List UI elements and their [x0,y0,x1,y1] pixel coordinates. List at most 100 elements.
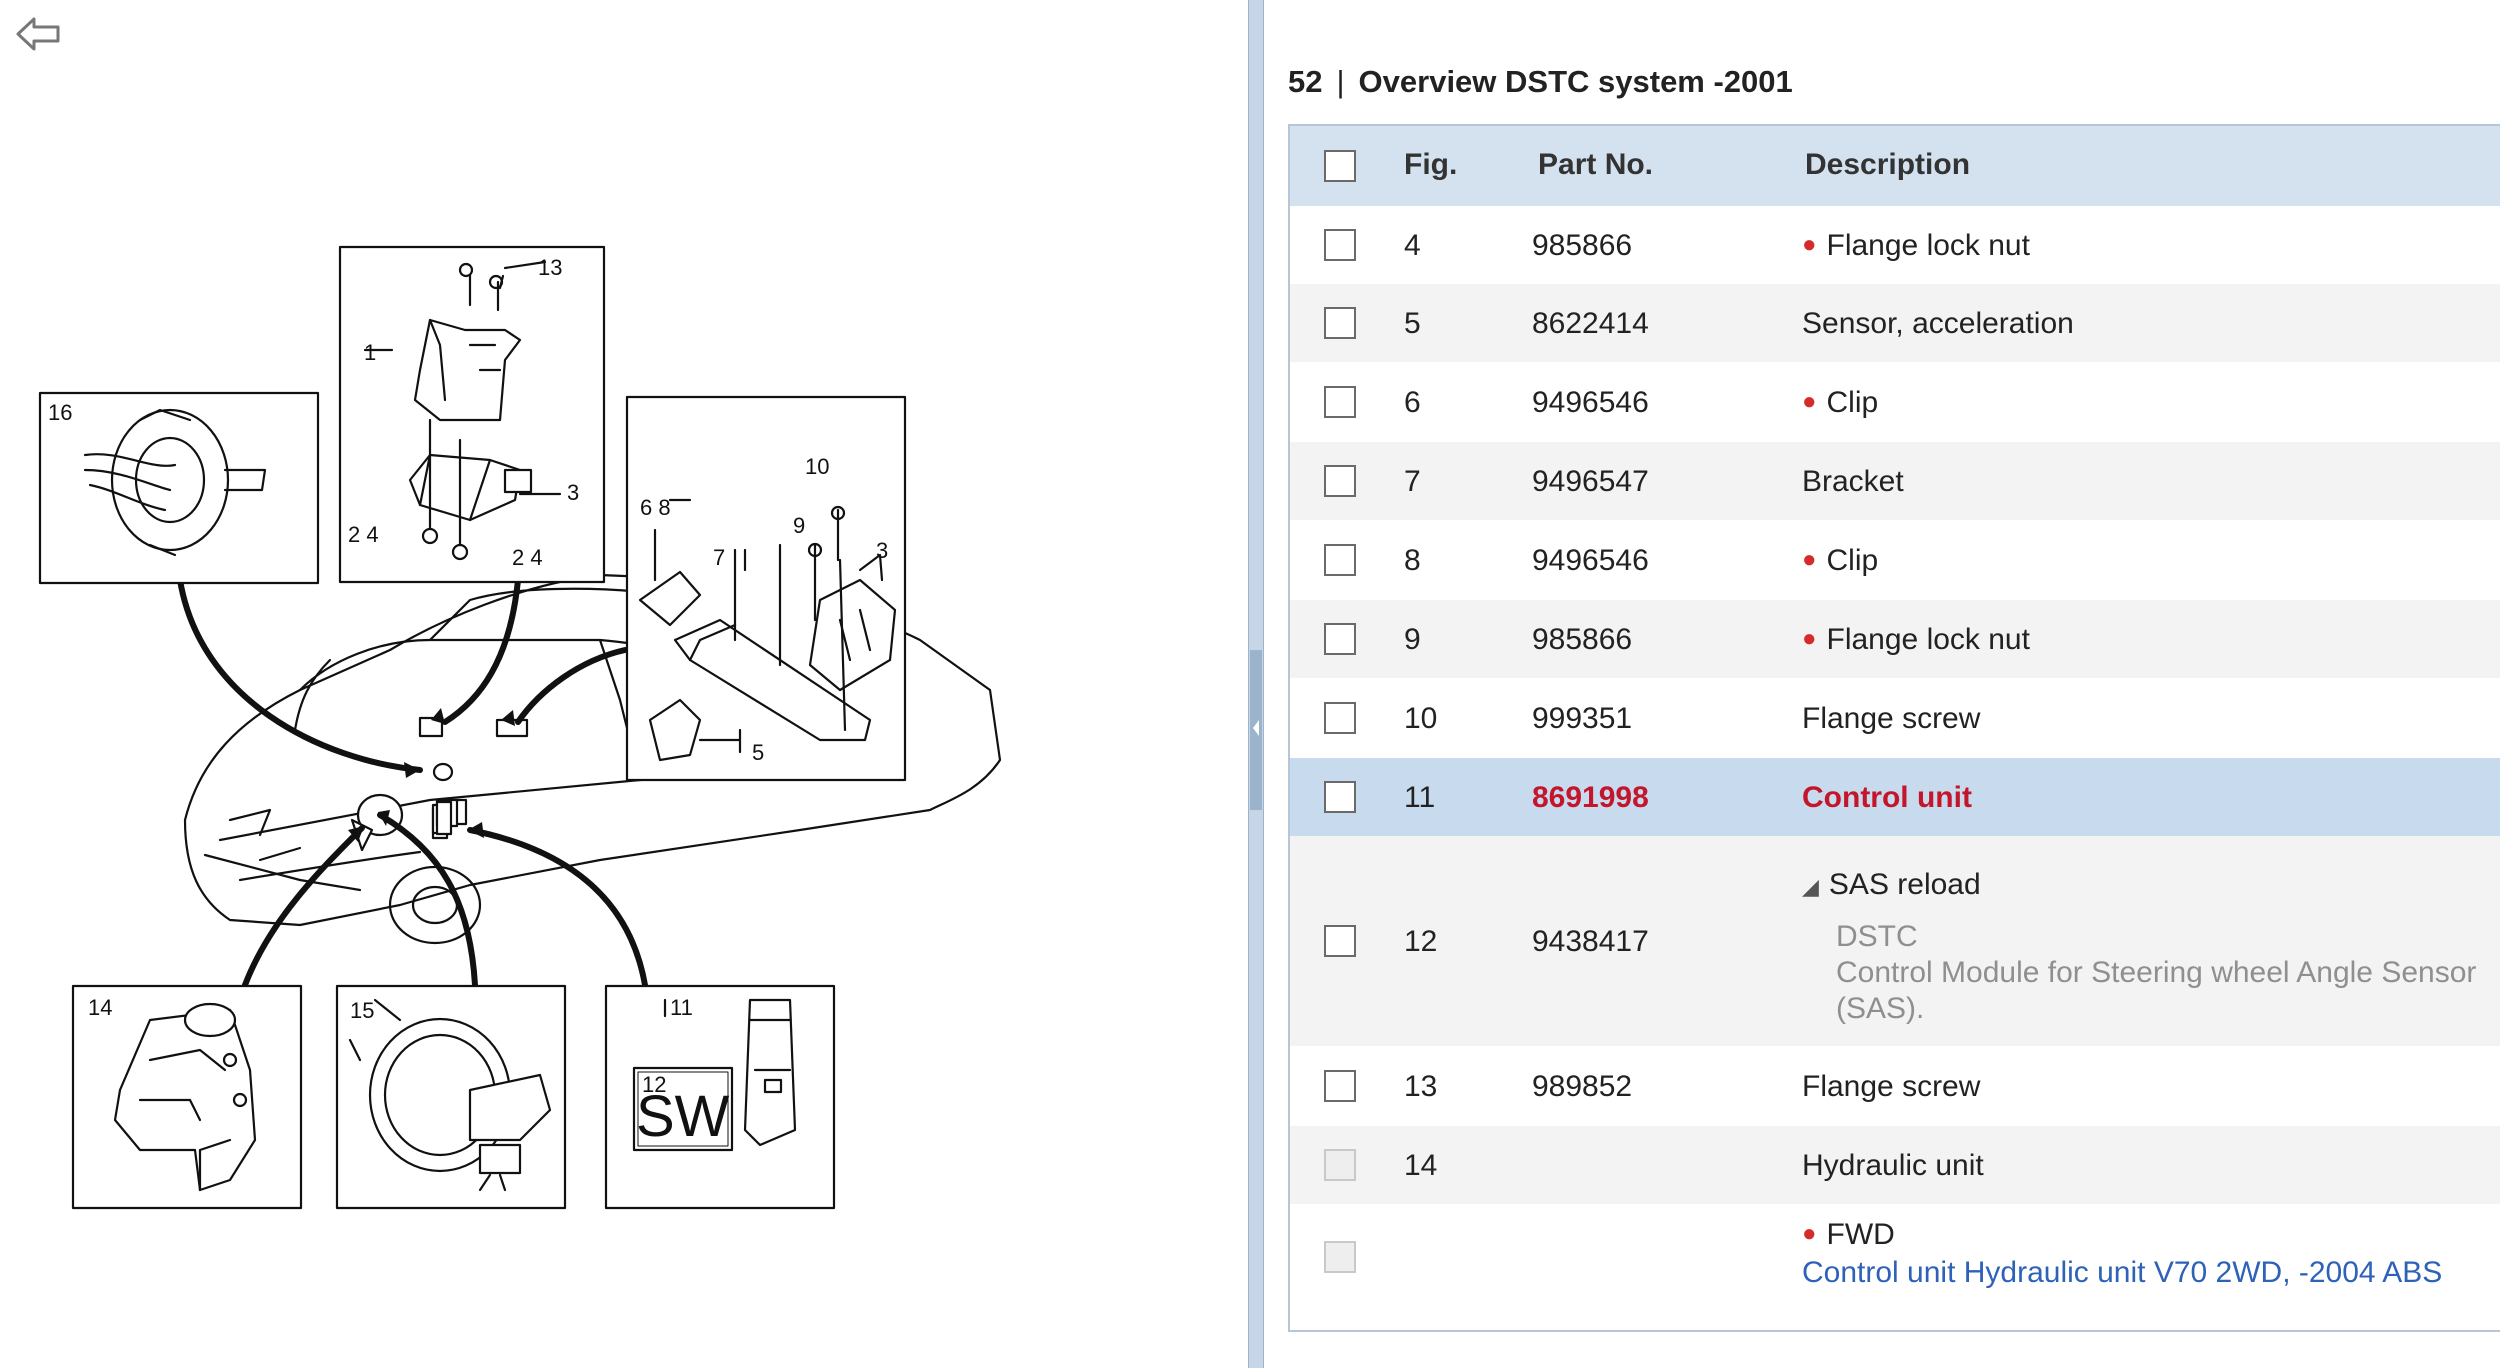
sw-label: SW [636,1084,730,1149]
callout-12: 12 [642,1072,666,1097]
callout-13: 13 [538,255,562,280]
row-part-no[interactable]: 985866 [1532,229,1633,262]
table-header: Fig. Part No. Description [1290,126,2500,206]
column-header-description[interactable]: Description [1805,148,1971,181]
row-description: FWD [1826,1218,1895,1251]
callout-11: 11 [670,995,693,1020]
row-checkbox[interactable] [1324,229,1356,261]
row-note-line1: DSTC [1836,920,1918,953]
table-row[interactable]: 4 985866 ● Flange lock nut [1290,206,2500,284]
row-checkbox[interactable] [1324,465,1356,497]
column-header-fig[interactable]: Fig. [1404,148,1458,181]
row-description: Clip [1826,544,1879,577]
table-row[interactable]: 8 9496546 ● Clip [1290,520,2500,600]
row-part-no[interactable]: 9496546 [1532,544,1649,577]
row-part-no[interactable]: 9496547 [1532,465,1649,498]
row-checkbox[interactable] [1324,544,1356,576]
row-fig: 6 [1404,386,1421,419]
bullet-icon: ● [1802,1220,1817,1247]
row-checkbox[interactable] [1324,307,1356,339]
row-fig: 12 [1404,925,1438,958]
section-title-text: Overview DSTC system -2001 [1358,64,1793,99]
table-row[interactable]: 14 Hydraulic unit [1290,1126,2500,1204]
detail-box-sensor-assembly[interactable] [625,395,907,782]
exploded-parts-diagram[interactable]: 13 1 3 2 4 2 4 16 10 6 8 7 9 3 5 14 15 1… [0,0,1248,1368]
row-fig: 7 [1404,465,1421,498]
row-description: Control unit [1802,781,1972,814]
row-checkbox[interactable] [1324,781,1356,813]
row-checkbox[interactable] [1324,925,1356,957]
page-title: 52|Overview DSTC system -2001 [1288,64,1793,100]
row-part-no[interactable]: 9438417 [1532,925,1649,958]
column-header-part-no[interactable]: Part No. [1538,148,1654,181]
detail-box-steering-sensor[interactable] [38,391,320,585]
callout-5: 5 [752,740,764,765]
bullet-icon: ● [1802,388,1817,415]
table-row[interactable]: ● FWD Control unit Hydraulic unit V70 2WD… [1290,1204,2500,1310]
row-description: Sensor, acceleration [1802,307,2074,340]
table-row[interactable]: 9 985866 ●Flange lock nut [1290,600,2500,678]
row-part-no[interactable]: 985866 [1532,623,1633,656]
table-row[interactable]: 6 9496546 ● Clip [1290,362,2500,442]
row-fig: 13 [1404,1070,1438,1103]
callout-24a: 2 4 [348,522,379,547]
table-row-selected[interactable]: 11 8691998 Control unit [1290,758,2500,836]
row-checkbox-disabled [1324,1149,1356,1181]
callout-24b: 2 4 [512,545,543,570]
row-fig: 4 [1404,229,1421,262]
row-checkbox[interactable] [1324,702,1356,734]
row-note-line2: Control Module for Steering wheel Angle … [1836,956,2477,989]
bullet-icon: ● [1802,546,1817,573]
detail-box-bracket[interactable] [338,245,606,584]
callout-lines [177,577,648,988]
callout-9: 9 [793,513,805,538]
collapse-left-icon[interactable] [1251,718,1261,738]
callout-3b: 3 [876,538,888,563]
row-checkbox-disabled [1324,1241,1356,1273]
detail-box-control-unit[interactable] [604,984,836,1210]
row-part-no[interactable]: 8622414 [1532,307,1649,340]
row-part-no[interactable]: 9496546 [1532,386,1649,419]
select-all-checkbox[interactable] [1324,150,1356,182]
title-separator: | [1336,64,1345,99]
row-description: Flange lock nut [1826,229,2030,262]
table-row[interactable]: 12 9438417 ◢ SAS reload DSTC Control Modu… [1290,836,2500,1046]
row-description: SAS reload [1828,868,1981,901]
row-part-no[interactable]: 8691998 [1532,781,1649,814]
row-description: Clip [1826,386,1879,419]
detail-box-hydraulic-unit[interactable] [71,984,303,1210]
row-fig: 14 [1404,1149,1438,1182]
callout-68: 6 8 [640,495,671,520]
back-arrow-icon[interactable] [14,14,64,58]
callout-7: 7 [713,545,725,570]
bullet-icon: ● [1802,231,1817,258]
row-checkbox[interactable] [1324,1070,1356,1102]
row-checkbox[interactable] [1324,386,1356,418]
row-checkbox[interactable] [1324,623,1356,655]
row-description: Flange lock nut [1826,623,2030,656]
detail-box-brake-booster[interactable] [335,984,567,1210]
expand-triangle-icon[interactable]: ◢ [1802,874,1819,899]
hydraulic-unit-link[interactable]: Control unit Hydraulic unit V70 2WD, -20… [1802,1256,2443,1289]
row-part-no[interactable]: 999351 [1532,702,1633,735]
car-illustration [183,573,1002,945]
row-fig: 5 [1404,307,1421,340]
row-fig: 10 [1404,702,1438,735]
callout-3a: 3 [567,480,579,505]
row-description: Flange screw [1802,702,1981,735]
row-fig: 8 [1404,544,1421,577]
callout-15: 15 [350,998,374,1023]
table-row[interactable]: 5 8622414 Sensor, acceleration [1290,284,2500,362]
row-part-no[interactable]: 989852 [1532,1070,1633,1103]
parts-pane: 52|Overview DSTC system -2001 Fig. Part … [1264,0,2500,1368]
row-description: Flange screw [1802,1070,1981,1103]
row-description: Bracket [1802,465,1904,498]
callout-14: 14 [88,995,112,1020]
table-row[interactable]: 13 989852 Flange screw [1290,1046,2500,1126]
row-note-line3: (SAS). [1836,992,1925,1025]
table-row[interactable]: 7 9496547 Bracket [1290,442,2500,520]
row-fig: 11 [1404,781,1436,814]
row-description: Hydraulic unit [1802,1149,1984,1182]
table-row[interactable]: 10 999351 Flange screw [1290,678,2500,758]
callout-1: 1 [364,340,376,365]
